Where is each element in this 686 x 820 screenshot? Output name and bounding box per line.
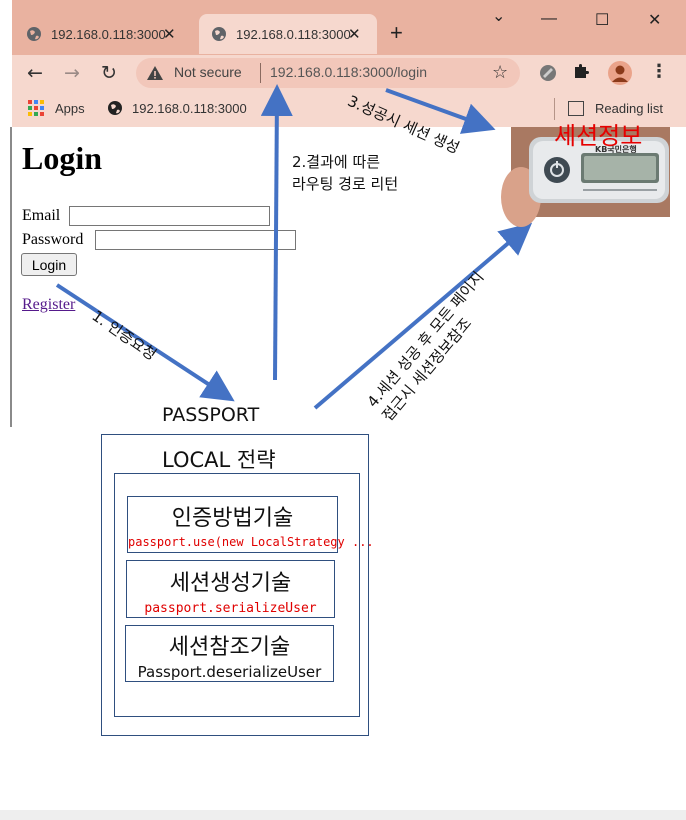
page-left-border [10, 127, 12, 427]
technique-name: 인증방법기술 [171, 506, 294, 531]
extensions-puzzle-icon[interactable] [572, 62, 590, 85]
url-text[interactable]: 192.168.0.118:3000/login [270, 64, 427, 80]
globe-icon [107, 100, 123, 116]
bookmarks-bar [12, 91, 686, 127]
arrow-step2 [260, 84, 293, 381]
otp-bank-name: KB국민은행 [595, 145, 637, 154]
tab-title: 192.168.0.118:3000 [51, 26, 166, 42]
page-title: Login [22, 140, 103, 176]
technique-code: passport.use(new LocalStrategy ... [128, 535, 374, 549]
profile-avatar[interactable] [608, 61, 632, 85]
arrow-step1 [55, 283, 235, 402]
reading-list-button[interactable]: Reading list [595, 101, 663, 116]
apps-grid-icon[interactable] [28, 100, 44, 116]
reload-icon[interactable]: ↻ [101, 62, 117, 84]
arrow-step4 [313, 222, 533, 410]
tab-active[interactable]: 192.168.0.118:3000 ✕ [199, 14, 377, 54]
technique-name: 세션참조기술 [168, 635, 291, 660]
tab-inactive[interactable]: 192.168.0.118:3000 ✕ [14, 14, 192, 54]
passport-box [101, 434, 369, 736]
globe-icon [26, 26, 42, 42]
tab-search-icon[interactable]: ⌄ [492, 8, 506, 25]
bookmarks-divider [554, 98, 555, 120]
step2-label-line2: 라우팅 경로 리턴 [292, 175, 399, 193]
new-tab-button[interactable]: + [390, 20, 403, 45]
tab-title: 192.168.0.118:3000 [236, 26, 351, 42]
extension-icon[interactable] [538, 63, 558, 83]
warning-icon[interactable] [146, 64, 164, 82]
omnibox-divider [260, 63, 261, 83]
local-strategy-label: LOCAL 전략 [162, 448, 276, 472]
register-link[interactable]: Register [22, 296, 76, 313]
forward-icon[interactable]: → [64, 62, 80, 84]
close-window-icon[interactable]: ✕ [648, 12, 662, 29]
local-strategy-box [114, 473, 360, 717]
technique-code: passport.serializeUser [144, 601, 317, 616]
site-bookmark[interactable]: 192.168.0.118:3000 [132, 101, 247, 116]
technique-box-serialize: 세션생성기술 passport.serializeUser [126, 560, 335, 618]
reading-list-icon[interactable] [568, 101, 584, 116]
technique-box-deserialize: 세션참조기술 Passport.deserializeUser [125, 625, 334, 682]
globe-icon [211, 26, 227, 42]
arrow-step3 [385, 88, 496, 134]
email-field[interactable] [69, 206, 270, 226]
not-secure-label[interactable]: Not secure [174, 64, 242, 80]
session-info-title: 세션정보 [554, 122, 643, 150]
back-icon[interactable]: ← [27, 62, 43, 84]
close-tab-icon[interactable]: ✕ [348, 25, 361, 43]
close-tab-icon[interactable]: ✕ [163, 25, 176, 43]
apps-bookmark[interactable]: Apps [55, 101, 85, 116]
maximize-icon[interactable]: ☐ [595, 12, 610, 29]
minimize-icon[interactable]: — [541, 10, 557, 27]
bookmark-star-icon[interactable]: ☆ [492, 62, 509, 83]
password-field[interactable] [95, 230, 296, 250]
login-button[interactable]: Login [21, 253, 77, 276]
passport-label: PASSPORT [162, 404, 260, 426]
menu-kebab-icon[interactable]: ⋮ [650, 61, 668, 82]
otp-device-image: KB국민은행 [501, 127, 670, 227]
step2-label-line1: 2.결과에 따른 [292, 153, 381, 171]
address-bar[interactable] [136, 58, 520, 88]
technique-box-auth: 인증방법기술 passport.use(new LocalStrategy ..… [127, 496, 374, 553]
password-label: Password [22, 231, 84, 248]
bottom-scroll-area [0, 810, 686, 820]
technique-name: 세션생성기술 [169, 571, 292, 596]
technique-code: Passport.deserializeUser [137, 663, 322, 681]
email-label: Email [22, 207, 61, 224]
